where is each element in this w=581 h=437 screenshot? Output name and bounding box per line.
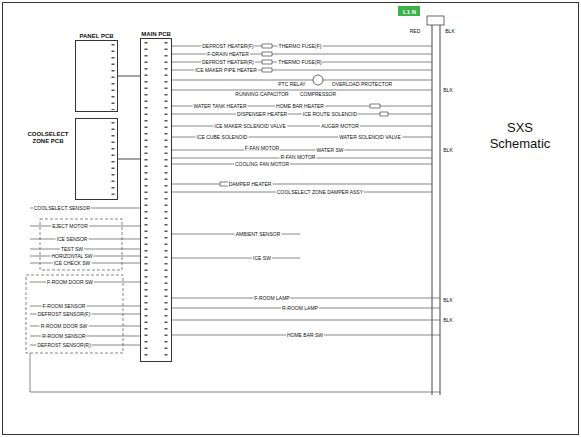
part-label: HORIZONTAL SW: [50, 254, 93, 259]
part-label: THERMO FUSE(R): [277, 60, 322, 65]
ice-maker-group: [40, 219, 122, 270]
part-label: F-ROOM DOOR SW: [46, 280, 94, 285]
part-label: ICE MAKER SOLENOID VALVE: [213, 124, 287, 129]
ribbon-cable: [118, 76, 140, 77]
slide-title: SXS Schematic: [484, 120, 556, 153]
part-label: F-DRAIN HEATER: [206, 52, 250, 57]
part-label: R-ROOM DOOR SW: [40, 324, 89, 329]
part-label: COOLING FAN MOTOR: [234, 162, 290, 167]
part-label: BLK: [442, 298, 453, 303]
part-label: WATER SOLENOID VALVE: [338, 135, 402, 140]
part-label: WATER TANK HEATER: [192, 104, 247, 109]
part-label: ICE CUBE SOLENOID: [196, 135, 249, 140]
pcb-box: MAIN PCB: [140, 38, 172, 362]
part-label: ICE ROUTE SOLENOID: [302, 112, 358, 117]
ribbon-cable: [118, 159, 140, 160]
door-sensor-group: [26, 275, 123, 353]
part-label: AMBIENT SENSOR: [235, 232, 282, 237]
power-bus: [432, 25, 440, 395]
part-label: DEFROST SENSOR(F): [37, 312, 92, 317]
part-label: DEFROST SENSOR(R): [36, 343, 91, 348]
badge-text: L1 N: [403, 9, 415, 15]
load-wires: [172, 46, 432, 258]
part-label: OVERLOAD PROTECTOR: [331, 82, 393, 87]
part-label: F-FAN MOTOR: [244, 146, 280, 151]
part-label: DEFROST HEATER(R): [201, 60, 255, 65]
part-label: RED: [409, 29, 422, 34]
part-label: TEST SW: [60, 247, 84, 252]
part-label: COOLSELECT ZONE DAMPER ASSY: [276, 190, 364, 195]
part-label: RUNNING CAPACITOR: [234, 92, 289, 97]
part-label: PTC RELAY: [277, 82, 306, 87]
board-heading: PANEL PCB: [79, 33, 113, 39]
part-label: AUGER MOTOR: [320, 124, 360, 129]
part-label: BLK: [444, 29, 455, 34]
board-heading: COOLSELECT ZONE PCB: [24, 131, 72, 145]
sensor-wires: [30, 208, 140, 345]
board-heading: MAIN PCB: [141, 31, 171, 37]
part-label: WATER SW: [316, 148, 345, 153]
part-label: R-FAN MOTOR: [280, 155, 317, 160]
pcb-box: PANEL PCB: [75, 40, 118, 112]
part-label: HOME BAR HEATER: [275, 104, 325, 109]
part-label: DISPENSER HEATER: [236, 112, 288, 117]
part-label: DAMPER HEATER: [228, 182, 273, 187]
part-label: R-ROOM SENSOR: [41, 334, 86, 339]
part-label: HOME BAR SW: [286, 333, 324, 338]
terminal-block: [427, 16, 444, 25]
part-label: BLK: [442, 88, 453, 93]
lamp-wires: [30, 298, 440, 392]
part-label: ICE SW: [252, 256, 272, 261]
part-label: ICE CHECK SW: [53, 261, 92, 266]
part-label: F-ROOM SENSOR: [42, 304, 87, 309]
part-label: COMPRESSOR: [299, 92, 337, 97]
part-label: BLK: [442, 148, 453, 153]
heater-symbols: [220, 44, 388, 186]
compressor-symbol: [313, 75, 323, 85]
power-badge: L1 N: [398, 6, 420, 16]
part-label: R-ROOM LAMP: [281, 306, 319, 311]
pcb-box: COOLSELECT ZONE PCB: [75, 118, 118, 200]
part-label: THERMO FUSE(F): [278, 44, 323, 49]
part-label: COOLSELECT SENSOR: [33, 206, 91, 211]
slide-frame: [3, 3, 579, 435]
part-label: F-ROOM LAMP: [253, 296, 290, 301]
part-label: ICE SENSOR: [56, 237, 89, 242]
part-label: DEFROST HEATER(F): [201, 44, 254, 49]
part-label: EJECT MOTOR: [51, 224, 89, 229]
part-label: ICE MAKER PIPE HEATER: [194, 68, 258, 73]
part-label: BLK: [442, 318, 453, 323]
